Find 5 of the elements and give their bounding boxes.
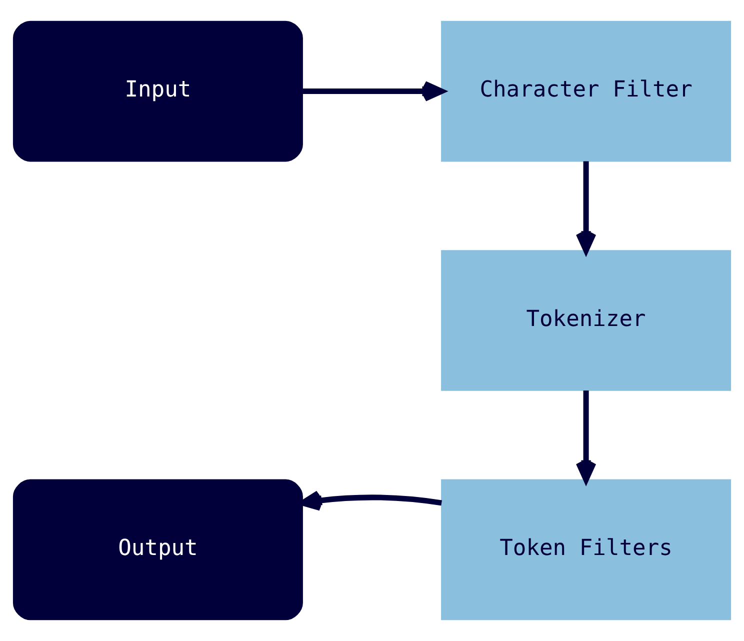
node-box: Character Filter: [441, 20, 732, 162]
node-box: Token Filters: [441, 479, 732, 620]
node-box: Tokenizer: [441, 250, 732, 391]
node-box: Output: [12, 479, 303, 620]
node-box: Input: [12, 20, 303, 162]
